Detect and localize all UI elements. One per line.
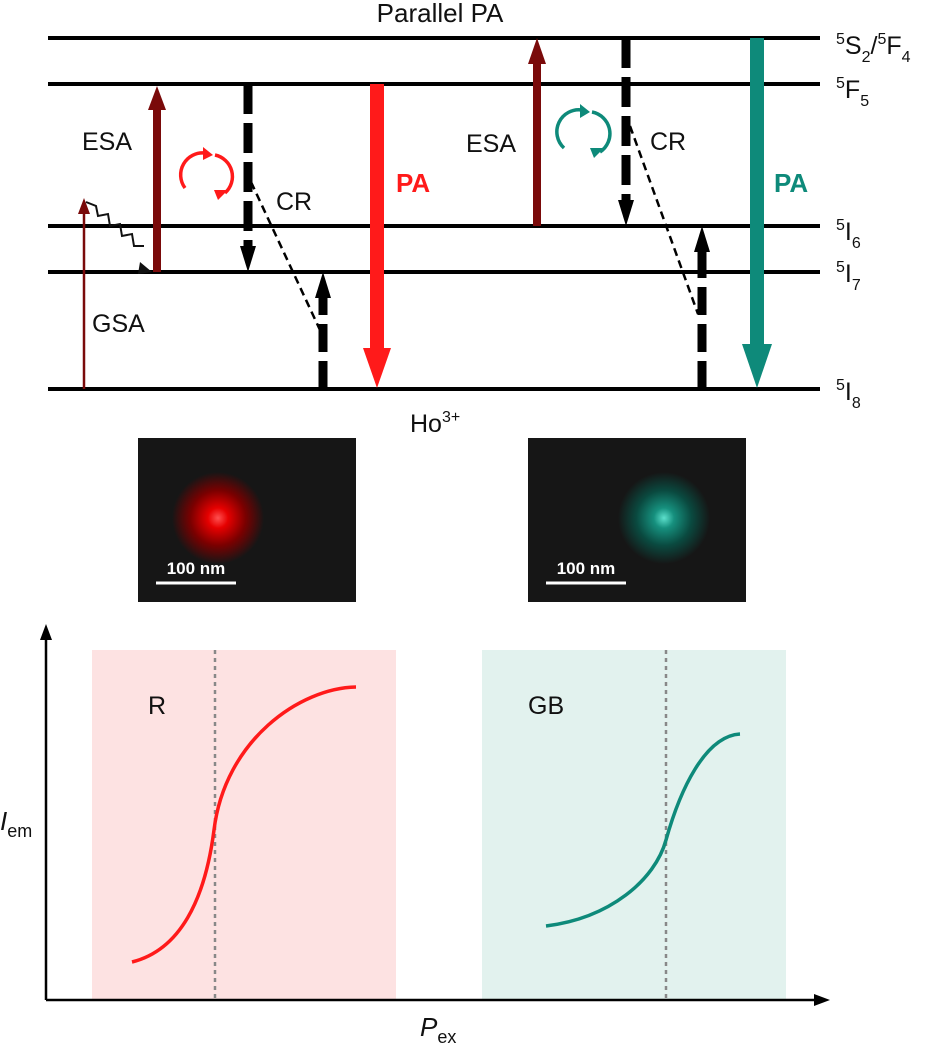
cr-right-dashed-link bbox=[628, 125, 700, 315]
cr-left-up-arrow bbox=[315, 272, 331, 389]
level-label-part: I bbox=[845, 378, 852, 406]
plot-label-r: R bbox=[148, 692, 166, 720]
level-label-part: 5 bbox=[836, 259, 845, 276]
plot-label-gb: GB bbox=[528, 692, 564, 720]
level-label-part: 5 bbox=[836, 377, 845, 394]
scale-label-left: 100 nm bbox=[167, 559, 226, 578]
cycle-icon-red bbox=[178, 147, 235, 200]
x-axis bbox=[46, 994, 830, 1006]
level-label-part: 8 bbox=[852, 395, 861, 412]
level-label-part: 2 bbox=[862, 49, 871, 66]
level-label-part: I bbox=[845, 218, 852, 246]
level-label-part: 5 bbox=[836, 75, 845, 92]
nonradiative-relaxation-arrow bbox=[85, 201, 152, 274]
level-label-part: 7 bbox=[852, 277, 861, 294]
level-label-part: I bbox=[845, 260, 852, 288]
cr-left-down-arrow bbox=[240, 84, 256, 272]
pa-red-label: PA bbox=[396, 168, 430, 198]
teal-emission-image: 100 nm bbox=[528, 438, 746, 602]
y-axis bbox=[40, 624, 52, 1000]
cycle-icon-teal bbox=[555, 104, 612, 158]
ion-charge: 3+ bbox=[442, 409, 460, 426]
ion-base: Ho bbox=[410, 410, 442, 438]
cr-right-up-arrow bbox=[694, 226, 710, 389]
level-label-part: S bbox=[845, 32, 862, 60]
level-label-part: 4 bbox=[902, 49, 911, 66]
scale-label-right: 100 nm bbox=[557, 559, 616, 578]
teal-s-curve bbox=[545, 732, 741, 928]
diagram-title: Parallel PA bbox=[377, 0, 504, 28]
pa-teal-emission-arrow bbox=[742, 38, 772, 388]
cr-right-label: CR bbox=[650, 128, 686, 156]
ion-label: Ho3+ bbox=[410, 409, 460, 438]
level-label-part: F bbox=[886, 32, 901, 60]
y-axis-label: Iem bbox=[0, 806, 32, 841]
level-label-i6: 5I6 bbox=[836, 217, 861, 252]
level-label-part: F bbox=[845, 76, 860, 104]
pa-teal-label: PA bbox=[774, 168, 808, 198]
esa-left-arrow bbox=[148, 86, 166, 272]
esa-left-label: ESA bbox=[82, 128, 132, 156]
red-s-curve bbox=[131, 685, 357, 964]
level-label-part: 6 bbox=[852, 235, 861, 252]
cr-left-label: CR bbox=[276, 188, 312, 216]
level-label-part: / bbox=[871, 32, 878, 60]
level-label-part: 5 bbox=[836, 217, 845, 234]
gsa-label: GSA bbox=[92, 310, 145, 338]
level-label-f5: 5F5 bbox=[836, 75, 869, 110]
x-axis-label: Pex bbox=[420, 1012, 456, 1046]
red-emission-image: 100 nm bbox=[138, 438, 356, 602]
red-region-background bbox=[92, 650, 396, 1000]
teal-region-background bbox=[482, 650, 786, 1000]
pa-red-emission-arrow bbox=[363, 84, 391, 388]
cr-left-dashed-link bbox=[249, 181, 322, 331]
level-label-i7: 5I7 bbox=[836, 259, 861, 294]
level-label-part: 5 bbox=[836, 31, 845, 48]
esa-right-label: ESA bbox=[466, 130, 516, 158]
level-label-part: 5 bbox=[877, 31, 886, 48]
level-label-s2f4: 5S2/5F4 bbox=[836, 31, 911, 66]
cr-right-down-arrow bbox=[618, 38, 634, 226]
level-label-part: 5 bbox=[860, 93, 869, 110]
esa-right-arrow bbox=[528, 38, 546, 226]
gsa-arrow bbox=[78, 198, 90, 389]
level-label-i8: 5I8 bbox=[836, 377, 861, 412]
